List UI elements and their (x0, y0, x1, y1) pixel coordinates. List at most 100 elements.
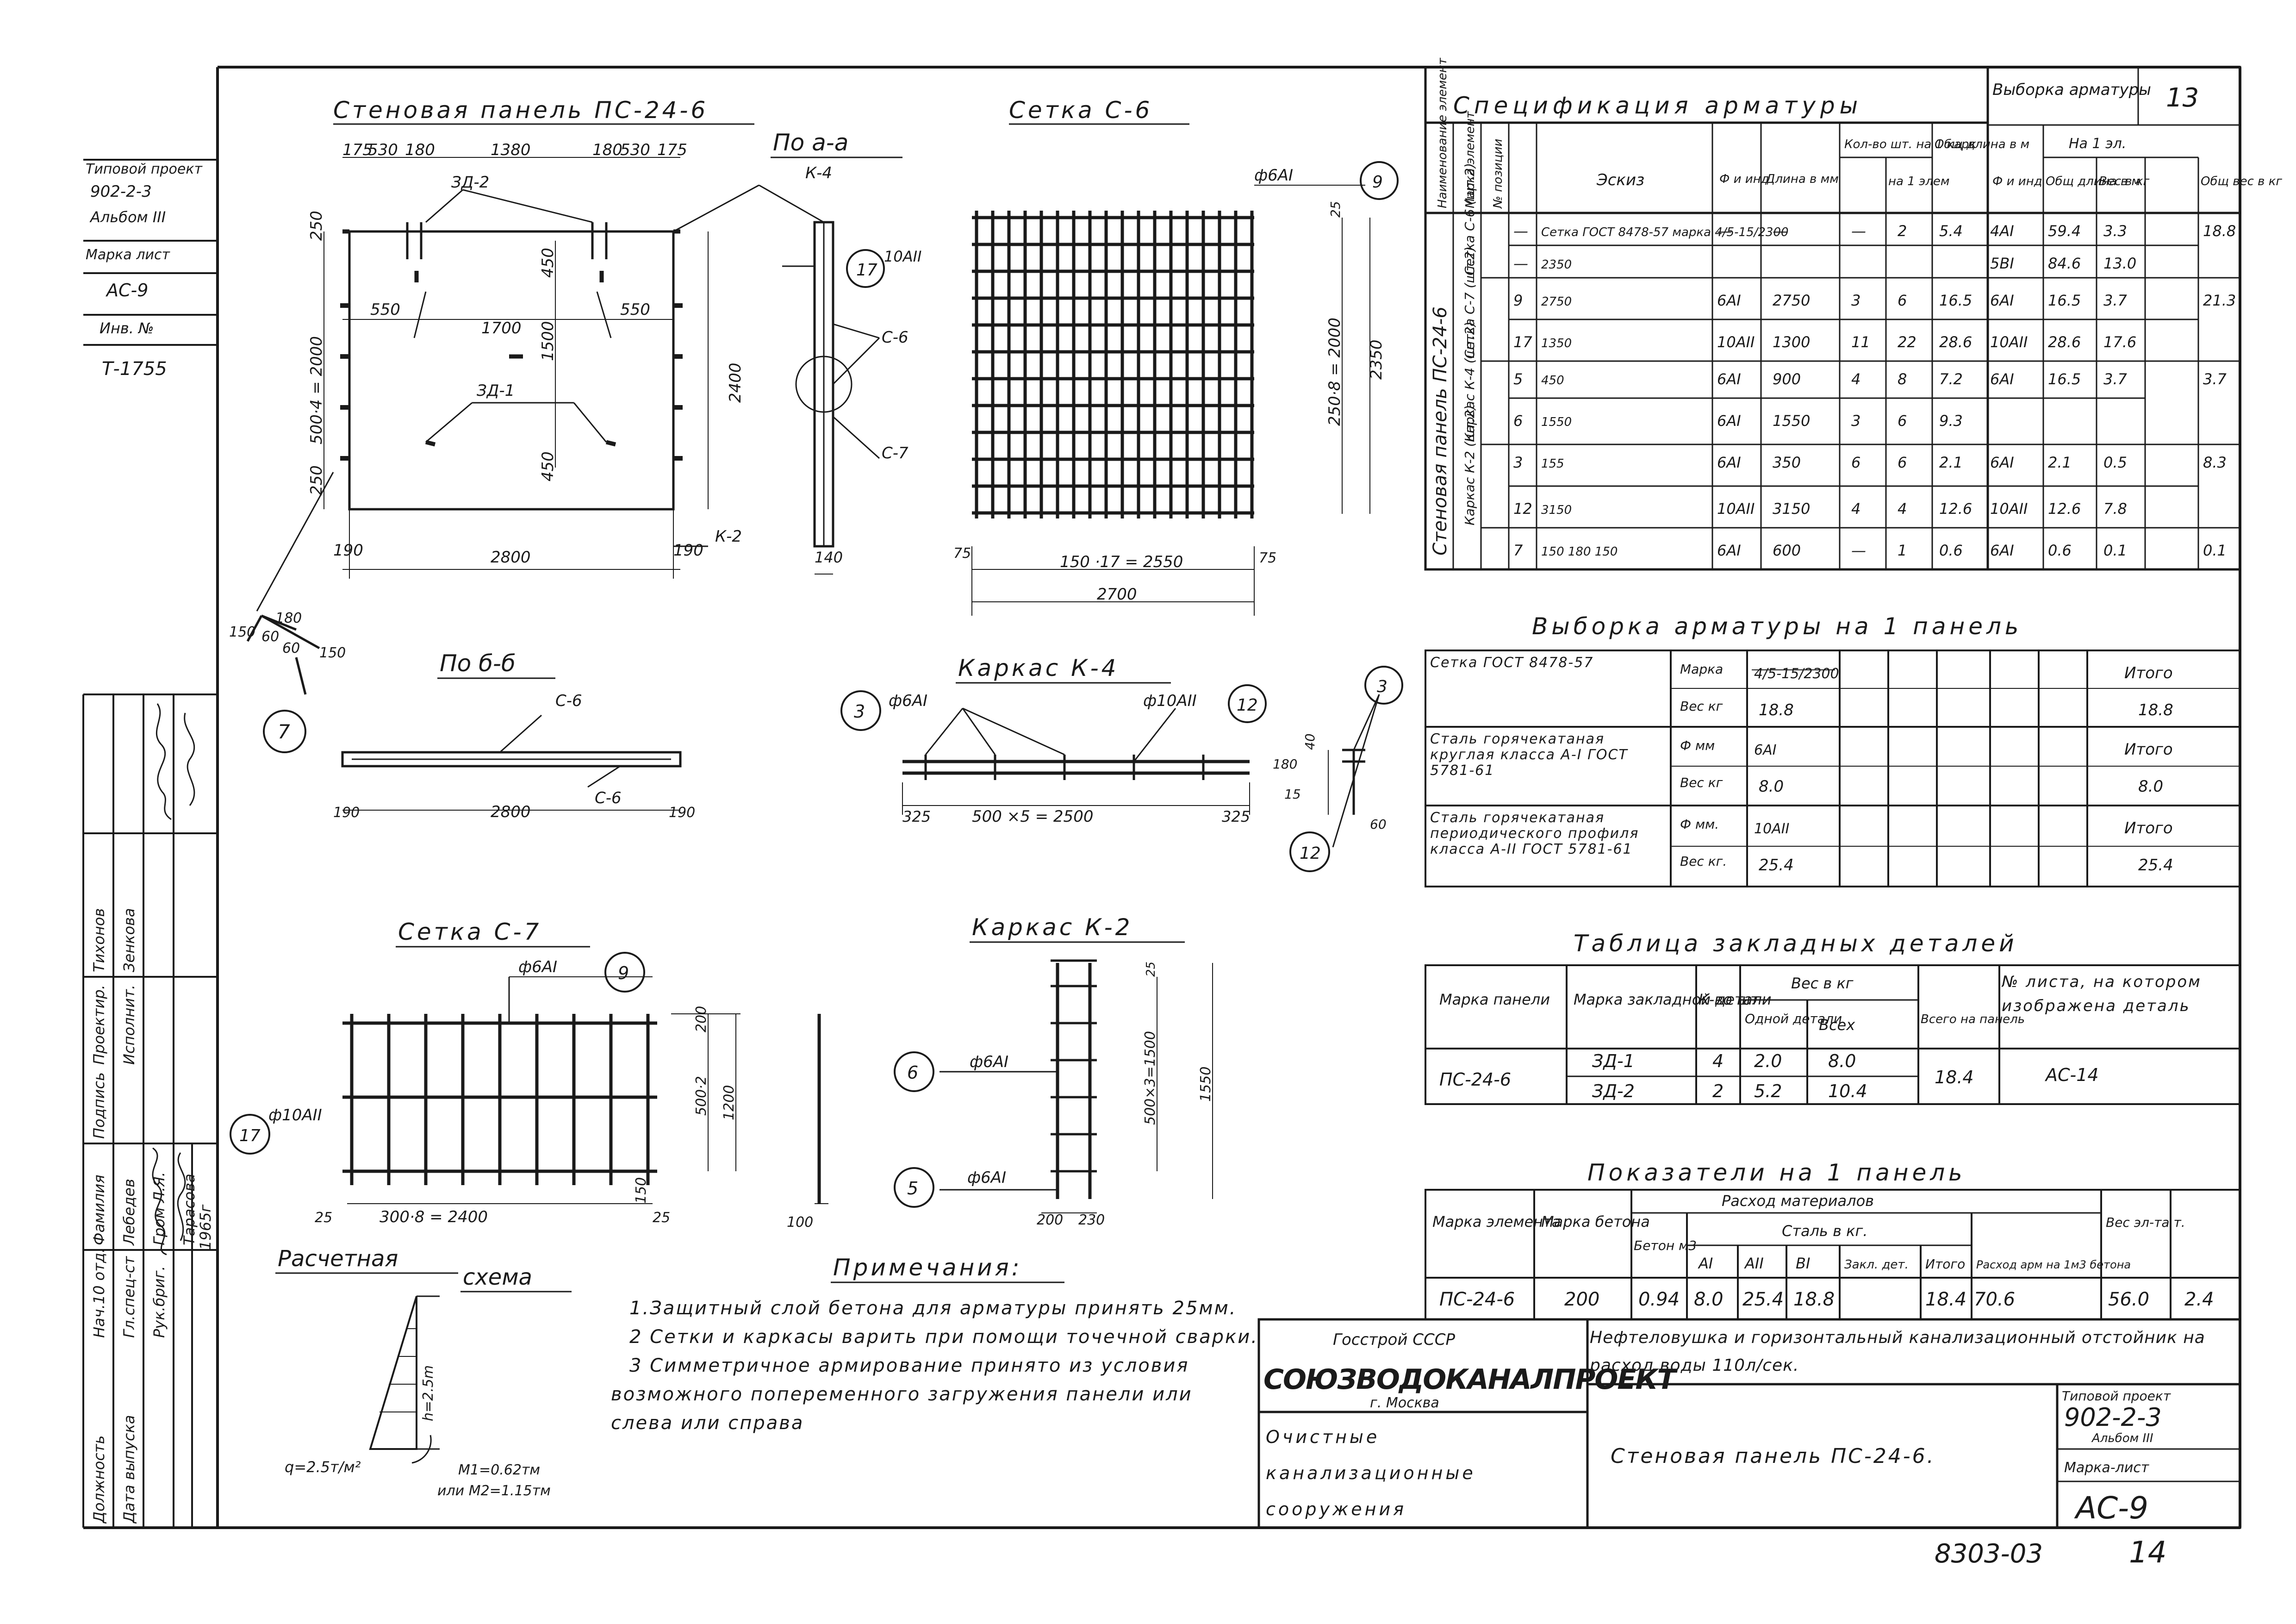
aa-10aii: 10АII (884, 248, 921, 265)
spec-cell-n1: — (1851, 222, 1866, 240)
spec-cell-n1: 3 (1851, 292, 1860, 309)
k4-325b: 325 (1222, 808, 1250, 825)
bubble-5-k2-label: 5 (907, 1178, 918, 1199)
spec-cell-tot: 28.6 (1939, 333, 1972, 351)
c6-2550: 150 ·17 = 2550 (1060, 553, 1183, 571)
k2-1550: 1550 (1198, 1067, 1214, 1102)
stamp-role-3: Рук.бриг. (150, 1266, 168, 1338)
spec-h12: Общ вес в кг (2201, 175, 2282, 188)
bubble-17-aa-label: 17 (856, 261, 877, 280)
emb-panel: ПС-24-6 (1439, 1069, 1511, 1090)
dim-190a: 190 (333, 541, 363, 560)
section-aa-title: По а-а (773, 129, 848, 156)
label-zd2: ЗД-2 (451, 173, 489, 192)
anchor-60b: 60 (282, 640, 300, 656)
spec-cell-sw: 17.6 (2103, 333, 2136, 351)
bubble-12-k4-label: 12 (1237, 696, 1258, 715)
dim-2400: 2400 (726, 362, 745, 403)
spec-h5: Длина в мм (1765, 172, 1839, 186)
mesh-c6-grid (972, 211, 1254, 518)
c7-1200: 1200 (721, 1085, 737, 1120)
spec-cell-sl: 84.6 (2048, 255, 2081, 272)
spec-cell-n1: 4 (1851, 370, 1860, 388)
sel-sum: 25.4 (2138, 856, 2173, 874)
dim-1700: 1700 (481, 319, 522, 337)
ind-table: Показатели на 1 панель Марка элемента Ма… (1425, 1159, 2241, 1320)
bubble-12-sec (1289, 831, 1330, 872)
stamp-project-label: Типовой проект (86, 161, 203, 177)
bubble-9-c6-label: 9 (1372, 173, 1383, 192)
stamp-exec-name: Зенкова (120, 908, 138, 973)
spec-cell-sw: 0.5 (2103, 454, 2127, 471)
spec-cell-pos: 7 (1513, 542, 1523, 559)
ind-h0: Марка элемента (1432, 1213, 1561, 1230)
dim-180a: 180 (405, 141, 435, 159)
spec-cell-len: 3150 (1773, 500, 1810, 518)
ind-el: ПС-24-6 (1439, 1289, 1515, 1310)
c6-2000: 250·8 = 2000 (1325, 318, 1344, 426)
stamp-role-4: Дата выпуска (120, 1415, 138, 1524)
c7-500x2: 500·2 (693, 1076, 709, 1116)
spec-cell-sl: 16.5 (2048, 370, 2081, 388)
bb-2800: 2800 (491, 803, 531, 821)
sel-v2: 8.0 (1759, 777, 1784, 796)
spec-cell-sw: 0.1 (2103, 542, 2127, 559)
spec-cell-d: 6АI (1717, 454, 1741, 471)
dim-175b: 175 (657, 141, 687, 159)
bb-c6a: С-6 (555, 692, 582, 710)
spec-cell-sl: 2.1 (2048, 454, 2072, 471)
spec-cell-d: 10АII (1717, 333, 1755, 351)
spec-cell-d: 10АII (1717, 500, 1755, 518)
stamp-checker-name: Тихонов (90, 908, 108, 972)
ind-h4: Сталь в кг. (1782, 1222, 1867, 1240)
bubble-3-k4 (840, 690, 881, 731)
stamp-sign-label: Подпись (90, 1072, 108, 1139)
sel-v1: 10АII (1754, 821, 1790, 837)
ind-h6: АII (1744, 1255, 1764, 1272)
sel-k1: Ф мм. (1680, 817, 1719, 832)
bubble-3-sec (1364, 666, 1403, 705)
spec-cell-sw: 3.3 (2103, 222, 2127, 240)
sel-sum: 18.8 (2138, 701, 2173, 719)
spec-cell-sw: 3.7 (2103, 370, 2128, 388)
c7-100: 100 (787, 1214, 813, 1230)
spec-cell-sketch: 155 (1541, 457, 1564, 471)
spec-cell-total: 0.1 (2203, 542, 2227, 559)
spec-cell-tot: 0.6 (1939, 542, 1963, 559)
spec-cell-len: 1300 (1773, 333, 1810, 351)
bubble-9-c7-label: 9 (618, 963, 629, 983)
emb-r1-one: 5.2 (1754, 1081, 1782, 1101)
c7-25b: 25 (653, 1210, 670, 1226)
spec-cell-sketch: 1350 (1541, 337, 1572, 350)
sel-name: Сталь горячекатаная периодического профи… (1430, 810, 1639, 857)
spec-cell-sketch: 3150 (1541, 503, 1572, 517)
c7-phi6: ф6АI (518, 958, 557, 976)
spec-cell-sl: 0.6 (2048, 542, 2072, 559)
spec-cell-pos: 5 (1513, 370, 1523, 388)
stamp-year: 1965г (197, 1205, 214, 1250)
spec-h6: Кол-во шт. на 1 карк (1844, 137, 1976, 151)
emb-r0-qty: 4 (1712, 1051, 1724, 1071)
aa-c7: С-7 (882, 444, 908, 462)
emb-r0-all: 8.0 (1828, 1051, 1856, 1071)
c6-25: 25 (1328, 201, 1343, 218)
spec-cell-total: 8.3 (2203, 454, 2227, 471)
c6-phi: ф6АI (1254, 166, 1293, 185)
sel-v1: 4/5-15/2300 (1754, 666, 1839, 682)
emb-total: 18.4 (1935, 1067, 1974, 1087)
sel-v2: 25.4 (1759, 856, 1794, 874)
dim-530b: 530 (620, 141, 650, 159)
ind-zd: 18.4 (1925, 1289, 1966, 1310)
emb-h7: № листа, на котором изображена деталь (2002, 973, 2202, 1015)
spec-cell-total: 18.8 (2203, 222, 2236, 240)
ind-h7: ВI (1796, 1255, 1810, 1272)
note-2: 2 Сетки и каркасы варить при помощи точе… (629, 1326, 1258, 1348)
spec-cell-n2: 6 (1898, 412, 1907, 430)
k4-40: 40 (1302, 733, 1318, 750)
spec-cell-pos: 17 (1513, 333, 1532, 351)
anchor-150b: 150 (319, 645, 346, 661)
label-zd1: ЗД-1 (477, 381, 515, 400)
spec-cell-len: 1550 (1773, 412, 1810, 430)
k4-325a: 325 (902, 808, 931, 825)
